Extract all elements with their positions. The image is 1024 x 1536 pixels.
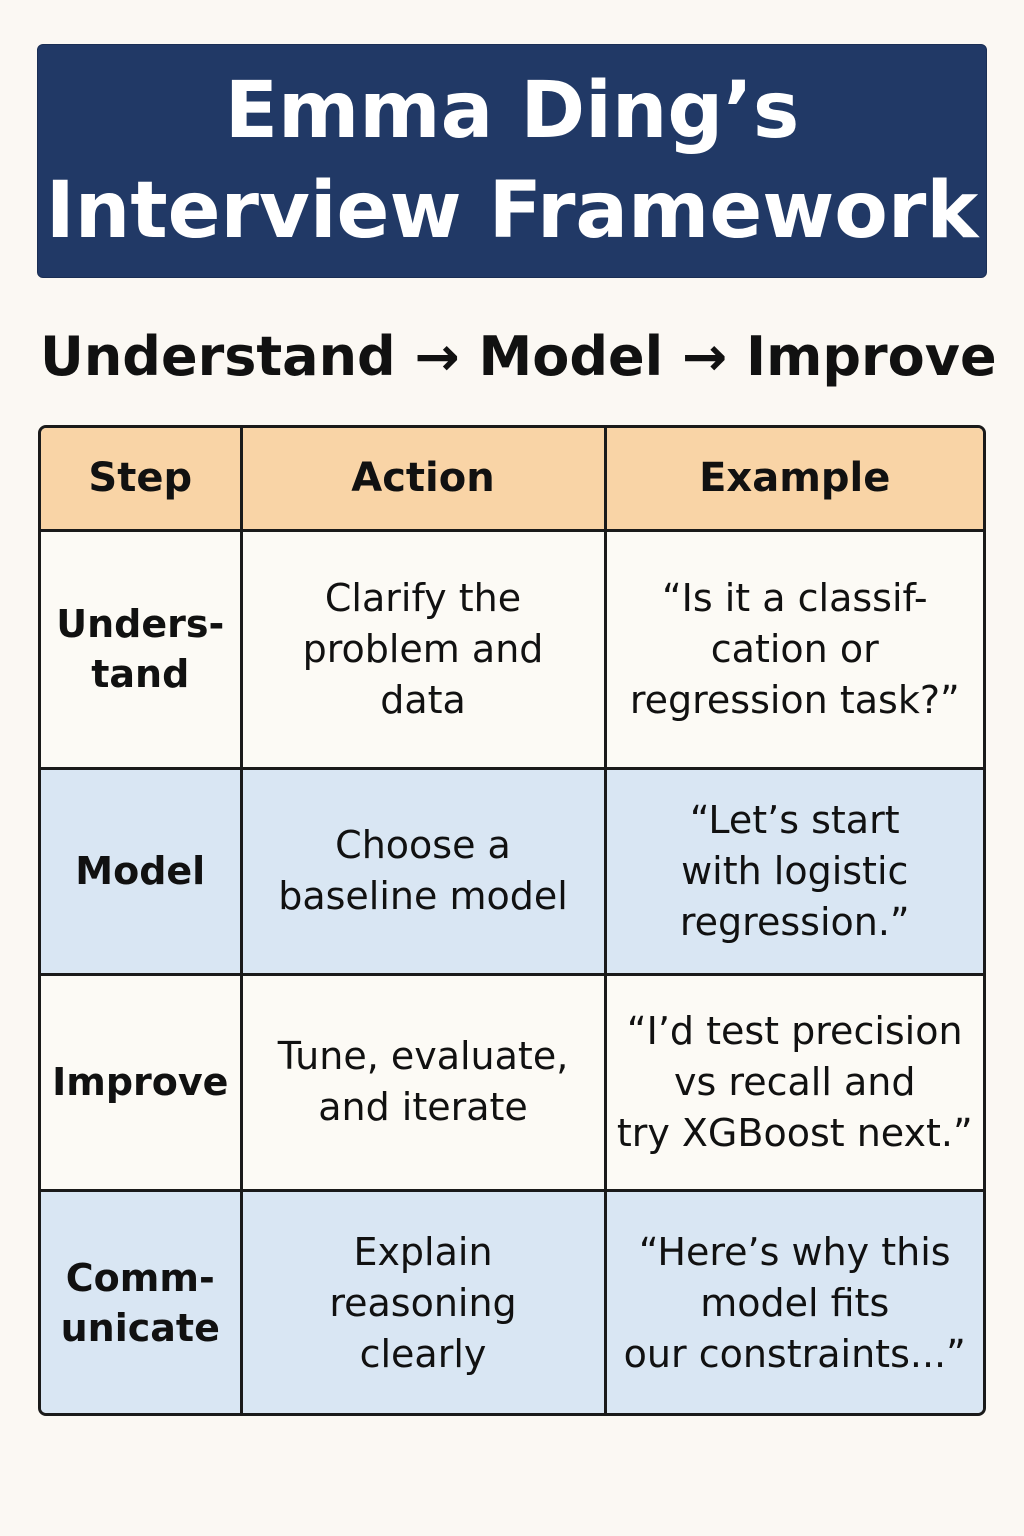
step-text: Model: [75, 849, 206, 893]
example-text: regression.”: [679, 899, 910, 944]
table-header-row: Step Action Example: [41, 428, 983, 532]
header-example: Example: [603, 428, 983, 532]
step-cell: Model: [41, 766, 243, 976]
example-cell: “Here’s why this model fits our constrai…: [603, 1188, 983, 1413]
example-text: “I’d test precision: [626, 1008, 963, 1053]
example-cell: “Is it a classif- cation or regression t…: [603, 528, 983, 770]
step-text: Unders-: [56, 602, 225, 646]
title-line-1: Emma Ding’s: [224, 66, 800, 156]
example-text: cation or: [710, 626, 879, 671]
step-text: tand: [91, 652, 190, 696]
action-cell: Tune, evaluate, and iterate: [239, 972, 607, 1192]
example-text: vs recall and: [674, 1059, 916, 1104]
example-text: regression task?”: [629, 677, 960, 722]
step-cell: Improve: [41, 972, 243, 1192]
table-row: Improve Tune, evaluate, and iterate “I’d…: [41, 972, 983, 1192]
example-cell: “Let’s start with logistic regression.”: [603, 766, 983, 976]
example-text: with logistic: [681, 848, 909, 893]
example-text: “Is it a classif-: [661, 575, 928, 620]
subtitle: Understand → Model → Improve: [40, 325, 997, 388]
title-line-2: Interview Framework: [45, 166, 979, 256]
step-text: Improve: [52, 1060, 229, 1104]
step-text: unicate: [60, 1306, 220, 1351]
step-cell: Unders- tand: [41, 528, 243, 770]
action-text: clearly: [359, 1331, 487, 1376]
action-text: Clarify the: [324, 575, 522, 620]
action-cell: Choose a baseline model: [239, 766, 607, 976]
header-step: Step: [41, 428, 243, 532]
action-text: reasoning: [329, 1280, 517, 1325]
action-text: problem and: [302, 626, 544, 671]
table-row: Unders- tand Clarify the problem and dat…: [41, 528, 983, 770]
example-text: model fits: [700, 1280, 890, 1325]
action-text: baseline model: [278, 874, 568, 918]
step-text: Comm-: [65, 1256, 215, 1301]
table-row: Model Choose a baseline model “Let’s sta…: [41, 766, 983, 976]
framework-table: Step Action Example Unders- tand Clarify…: [38, 425, 986, 1416]
example-text: “Here’s why this: [638, 1229, 951, 1274]
action-text: data: [380, 677, 466, 722]
example-cell: “I’d test precision vs recall and try XG…: [603, 972, 983, 1192]
action-text: and iterate: [318, 1085, 528, 1129]
example-text: our constraints...”: [623, 1331, 966, 1376]
action-cell: Clarify the problem and data: [239, 528, 607, 770]
action-text: Explain: [353, 1229, 493, 1274]
example-text: try XGBoost next.”: [616, 1110, 973, 1155]
header-action: Action: [239, 428, 607, 532]
action-cell: Explain reasoning clearly: [239, 1188, 607, 1413]
step-cell: Comm- unicate: [41, 1188, 243, 1413]
title-banner: Emma Ding’s Interview Framework: [37, 44, 987, 278]
action-text: Choose a: [335, 823, 511, 867]
example-text: “Let’s start: [689, 797, 900, 842]
action-text: Tune, evaluate,: [277, 1034, 569, 1078]
table-row: Comm- unicate Explain reasoning clearly …: [41, 1188, 983, 1413]
